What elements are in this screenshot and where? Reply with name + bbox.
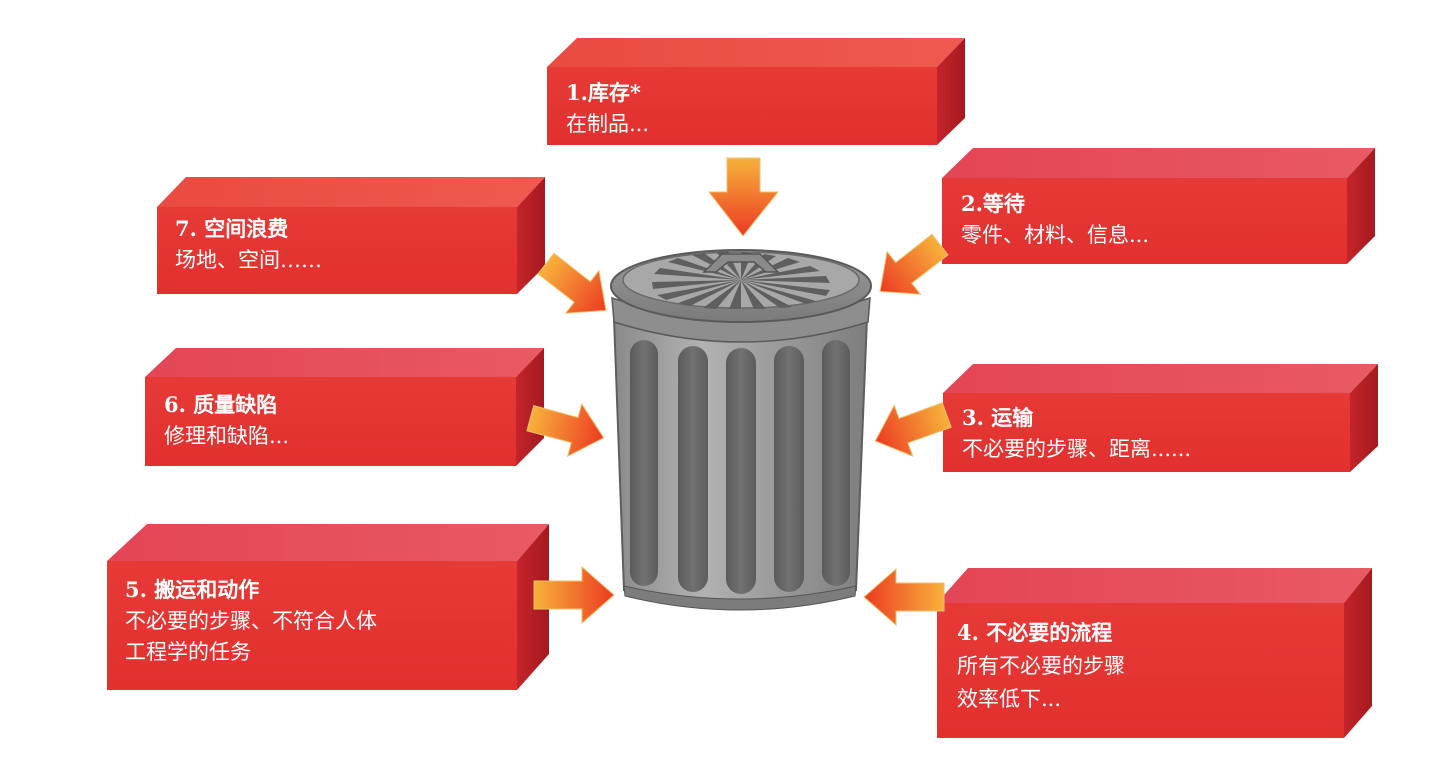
box-front-face: [145, 377, 516, 466]
box-top-face: [107, 524, 549, 561]
waste-box-overprocessing: [937, 568, 1372, 738]
box-title: 4. 不必要的流程: [957, 620, 1113, 645]
waste-box-transport: [943, 364, 1378, 472]
box-front-face: [157, 207, 517, 294]
box-text: 场地、空间……: [175, 247, 322, 272]
box-front-face: [943, 393, 1350, 472]
box-title: 1.库存*: [566, 80, 641, 105]
box-top-face: [942, 148, 1375, 178]
box-side-face: [937, 38, 965, 145]
box-text: 不必要的步骤、距离......: [962, 436, 1192, 461]
box-title: 6. 质量缺陷: [164, 392, 278, 417]
box-title: 3. 运输: [962, 405, 1034, 430]
box-front-face: [937, 603, 1344, 738]
label-transport: 3. 运输 不必要的步骤、距离......: [962, 402, 1191, 465]
box-text: 修理和缺陷...: [164, 423, 290, 448]
waste-box-space: [157, 177, 545, 294]
arrow-left-icon: [879, 233, 949, 295]
box-side-face: [516, 348, 544, 466]
label-space: 7. 空间浪费 场地、空间……: [175, 213, 322, 276]
arrow-left-icon: [874, 402, 952, 457]
box-top-face: [157, 177, 545, 207]
box-front-face: [107, 561, 517, 690]
arrow-left-icon: [863, 567, 945, 627]
box-text: 在制品...: [566, 111, 650, 136]
waste-box-motion: [107, 524, 549, 690]
box-title: 2.等待: [961, 191, 1025, 216]
arrow-right-icon: [533, 565, 615, 625]
box-side-face: [517, 524, 549, 690]
arrow-down-icon: [707, 157, 780, 237]
label-waiting: 2.等待 零件、材料、信息...: [961, 188, 1149, 251]
box-text: 效率低下...: [957, 687, 1062, 712]
box-text: 零件、材料、信息...: [961, 222, 1150, 247]
box-text: 不必要的步骤、不符合人体: [125, 608, 377, 633]
box-side-face: [517, 177, 545, 294]
waste-box-defects: [145, 348, 544, 466]
box-text: 所有不必要的步骤: [957, 653, 1125, 678]
arrow-right-icon: [537, 252, 607, 314]
box-top-face: [547, 38, 965, 67]
label-overprocessing: 4. 不必要的流程 所有不必要的步骤 效率低下...: [957, 616, 1125, 717]
box-side-face: [1344, 568, 1372, 738]
label-motion: 5. 搬运和动作 不必要的步骤、不符合人体 工程学的任务: [125, 574, 377, 669]
box-text: 工程学的任务: [125, 640, 251, 664]
box-side-face: [1347, 148, 1375, 264]
box-top-face: [943, 364, 1378, 393]
box-title: 7. 空间浪费: [175, 216, 289, 241]
box-side-face: [1350, 364, 1378, 472]
box-front-face: [547, 67, 937, 145]
waste-box-waiting: [942, 148, 1375, 264]
label-inventory: 1.库存* 在制品...: [566, 77, 649, 140]
box-front-face: [942, 178, 1347, 264]
trash-can-icon: [610, 249, 872, 611]
box-top-face: [937, 568, 1372, 603]
arrow-right-icon: [526, 402, 605, 458]
waste-box-inventory: [547, 38, 965, 145]
box-title: 5. 搬运和动作: [125, 577, 260, 602]
label-defects: 6. 质量缺陷 修理和缺陷...: [164, 389, 289, 452]
box-top-face: [145, 348, 544, 377]
